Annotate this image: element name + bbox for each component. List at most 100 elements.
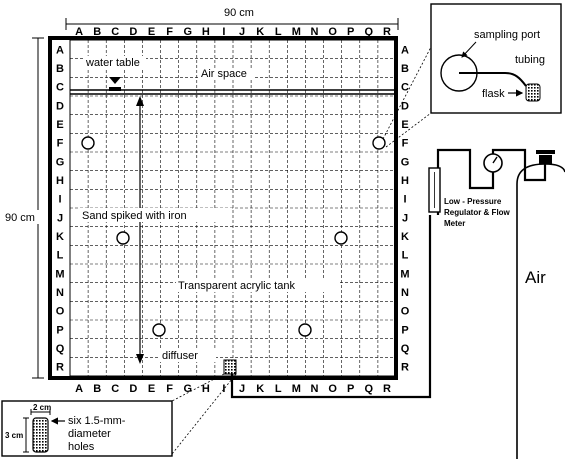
pressure-gauge-icon: [483, 153, 503, 173]
row-letter: N: [56, 287, 64, 299]
sampling-port-text: sampling port: [474, 29, 540, 41]
row-letter: P: [56, 324, 63, 336]
column-letter: C: [111, 383, 119, 395]
row-letter: H: [56, 175, 64, 187]
column-letter: A: [75, 26, 83, 38]
row-letter: M: [400, 268, 409, 280]
regulator-line1: Low - Pressure: [444, 197, 502, 206]
sampling-port: [372, 136, 386, 150]
cylinder-label: Air: [525, 268, 546, 287]
row-letter: O: [56, 306, 65, 318]
row-letter: B: [401, 63, 409, 75]
column-letter: R: [383, 26, 391, 38]
row-letter: R: [56, 362, 64, 374]
column-letter: B: [93, 26, 101, 38]
row-letter: F: [402, 138, 409, 150]
row-letter: N: [401, 287, 409, 299]
sampling-port: [152, 323, 166, 337]
column-letter: J: [239, 383, 245, 395]
column-letter: A: [75, 383, 83, 395]
row-letter: L: [402, 250, 409, 262]
holes-line2: diameter: [68, 428, 111, 440]
row-letter: G: [56, 156, 65, 168]
column-letter: R: [383, 383, 391, 395]
diffuser-width-label: 2 cm: [33, 403, 51, 412]
diffuser-label: diffuser: [162, 350, 198, 362]
width-dimension: 90 cm: [65, 7, 399, 30]
column-letter: I: [222, 26, 225, 38]
row-letter: J: [57, 212, 63, 224]
row-letter: Q: [56, 343, 65, 355]
sampling-port: [81, 136, 95, 150]
row-letter: K: [401, 231, 409, 243]
sampling-port-inset: sampling port tubing flask: [430, 3, 562, 114]
tubing-text: tubing: [515, 54, 545, 66]
column-letter: L: [275, 383, 282, 395]
column-letter: C: [111, 26, 119, 38]
air-supply-tubing: [230, 148, 547, 399]
column-letter: P: [347, 383, 354, 395]
row-letter: A: [56, 44, 64, 56]
width-label: 90 cm: [224, 7, 254, 19]
row-letter: D: [56, 100, 64, 112]
diffuser-height-label: 3 cm: [5, 431, 23, 440]
row-letter: Q: [401, 343, 410, 355]
row-letter: L: [57, 250, 64, 262]
column-letter: P: [347, 26, 354, 38]
row-letter: M: [55, 268, 64, 280]
sampling-port: [298, 323, 312, 337]
row-letter: K: [56, 231, 64, 243]
column-letter: K: [256, 26, 264, 38]
row-letter: J: [402, 212, 408, 224]
row-letter: A: [401, 44, 409, 56]
water-table-line: [70, 89, 396, 95]
row-letter: B: [56, 63, 64, 75]
row-letter: C: [401, 82, 409, 94]
air-space-label: Air space: [201, 68, 247, 80]
regulator-line2: Regulator & Flow: [444, 208, 511, 217]
column-letter: N: [311, 26, 319, 38]
column-letter: M: [292, 383, 301, 395]
air-cylinder: [516, 150, 565, 459]
row-letter: P: [401, 324, 408, 336]
column-letter: Q: [365, 383, 374, 395]
column-letter: D: [129, 26, 137, 38]
row-letter: E: [401, 119, 408, 131]
column-letter: J: [239, 26, 245, 38]
row-letter: F: [57, 138, 64, 150]
sand-label: Sand spiked with iron: [82, 210, 187, 222]
row-letter: D: [401, 100, 409, 112]
diffuser: [223, 359, 237, 375]
row-letter: H: [401, 175, 409, 187]
row-letter: G: [401, 156, 410, 168]
column-letter: G: [183, 26, 192, 38]
row-letter: I: [403, 194, 406, 206]
water-table-label: water table: [85, 57, 140, 69]
column-letter: M: [292, 26, 301, 38]
regulator-line3: Meter: [444, 219, 465, 228]
holes-line1: six 1.5-mm-: [68, 415, 126, 427]
row-letter: C: [56, 82, 64, 94]
column-letter: L: [275, 26, 282, 38]
column-letter: E: [148, 383, 155, 395]
column-letter: O: [328, 26, 337, 38]
column-letter: F: [166, 383, 173, 395]
column-letter: K: [256, 383, 264, 395]
row-letter: I: [58, 194, 61, 206]
column-letter: I: [222, 383, 225, 395]
column-letter: O: [328, 383, 337, 395]
column-letter: B: [93, 383, 101, 395]
depth-arrow: [136, 96, 144, 364]
column-letter: G: [183, 383, 192, 395]
column-letter: Q: [365, 26, 374, 38]
column-letter: E: [148, 26, 155, 38]
water-table-marker: [109, 77, 121, 91]
diffuser-inset: 2 cm 3 cm six 1.5-mm- diameter holes: [1, 400, 173, 457]
column-letter: N: [311, 383, 319, 395]
column-letter: H: [202, 383, 210, 395]
flask-text: flask: [482, 88, 505, 100]
